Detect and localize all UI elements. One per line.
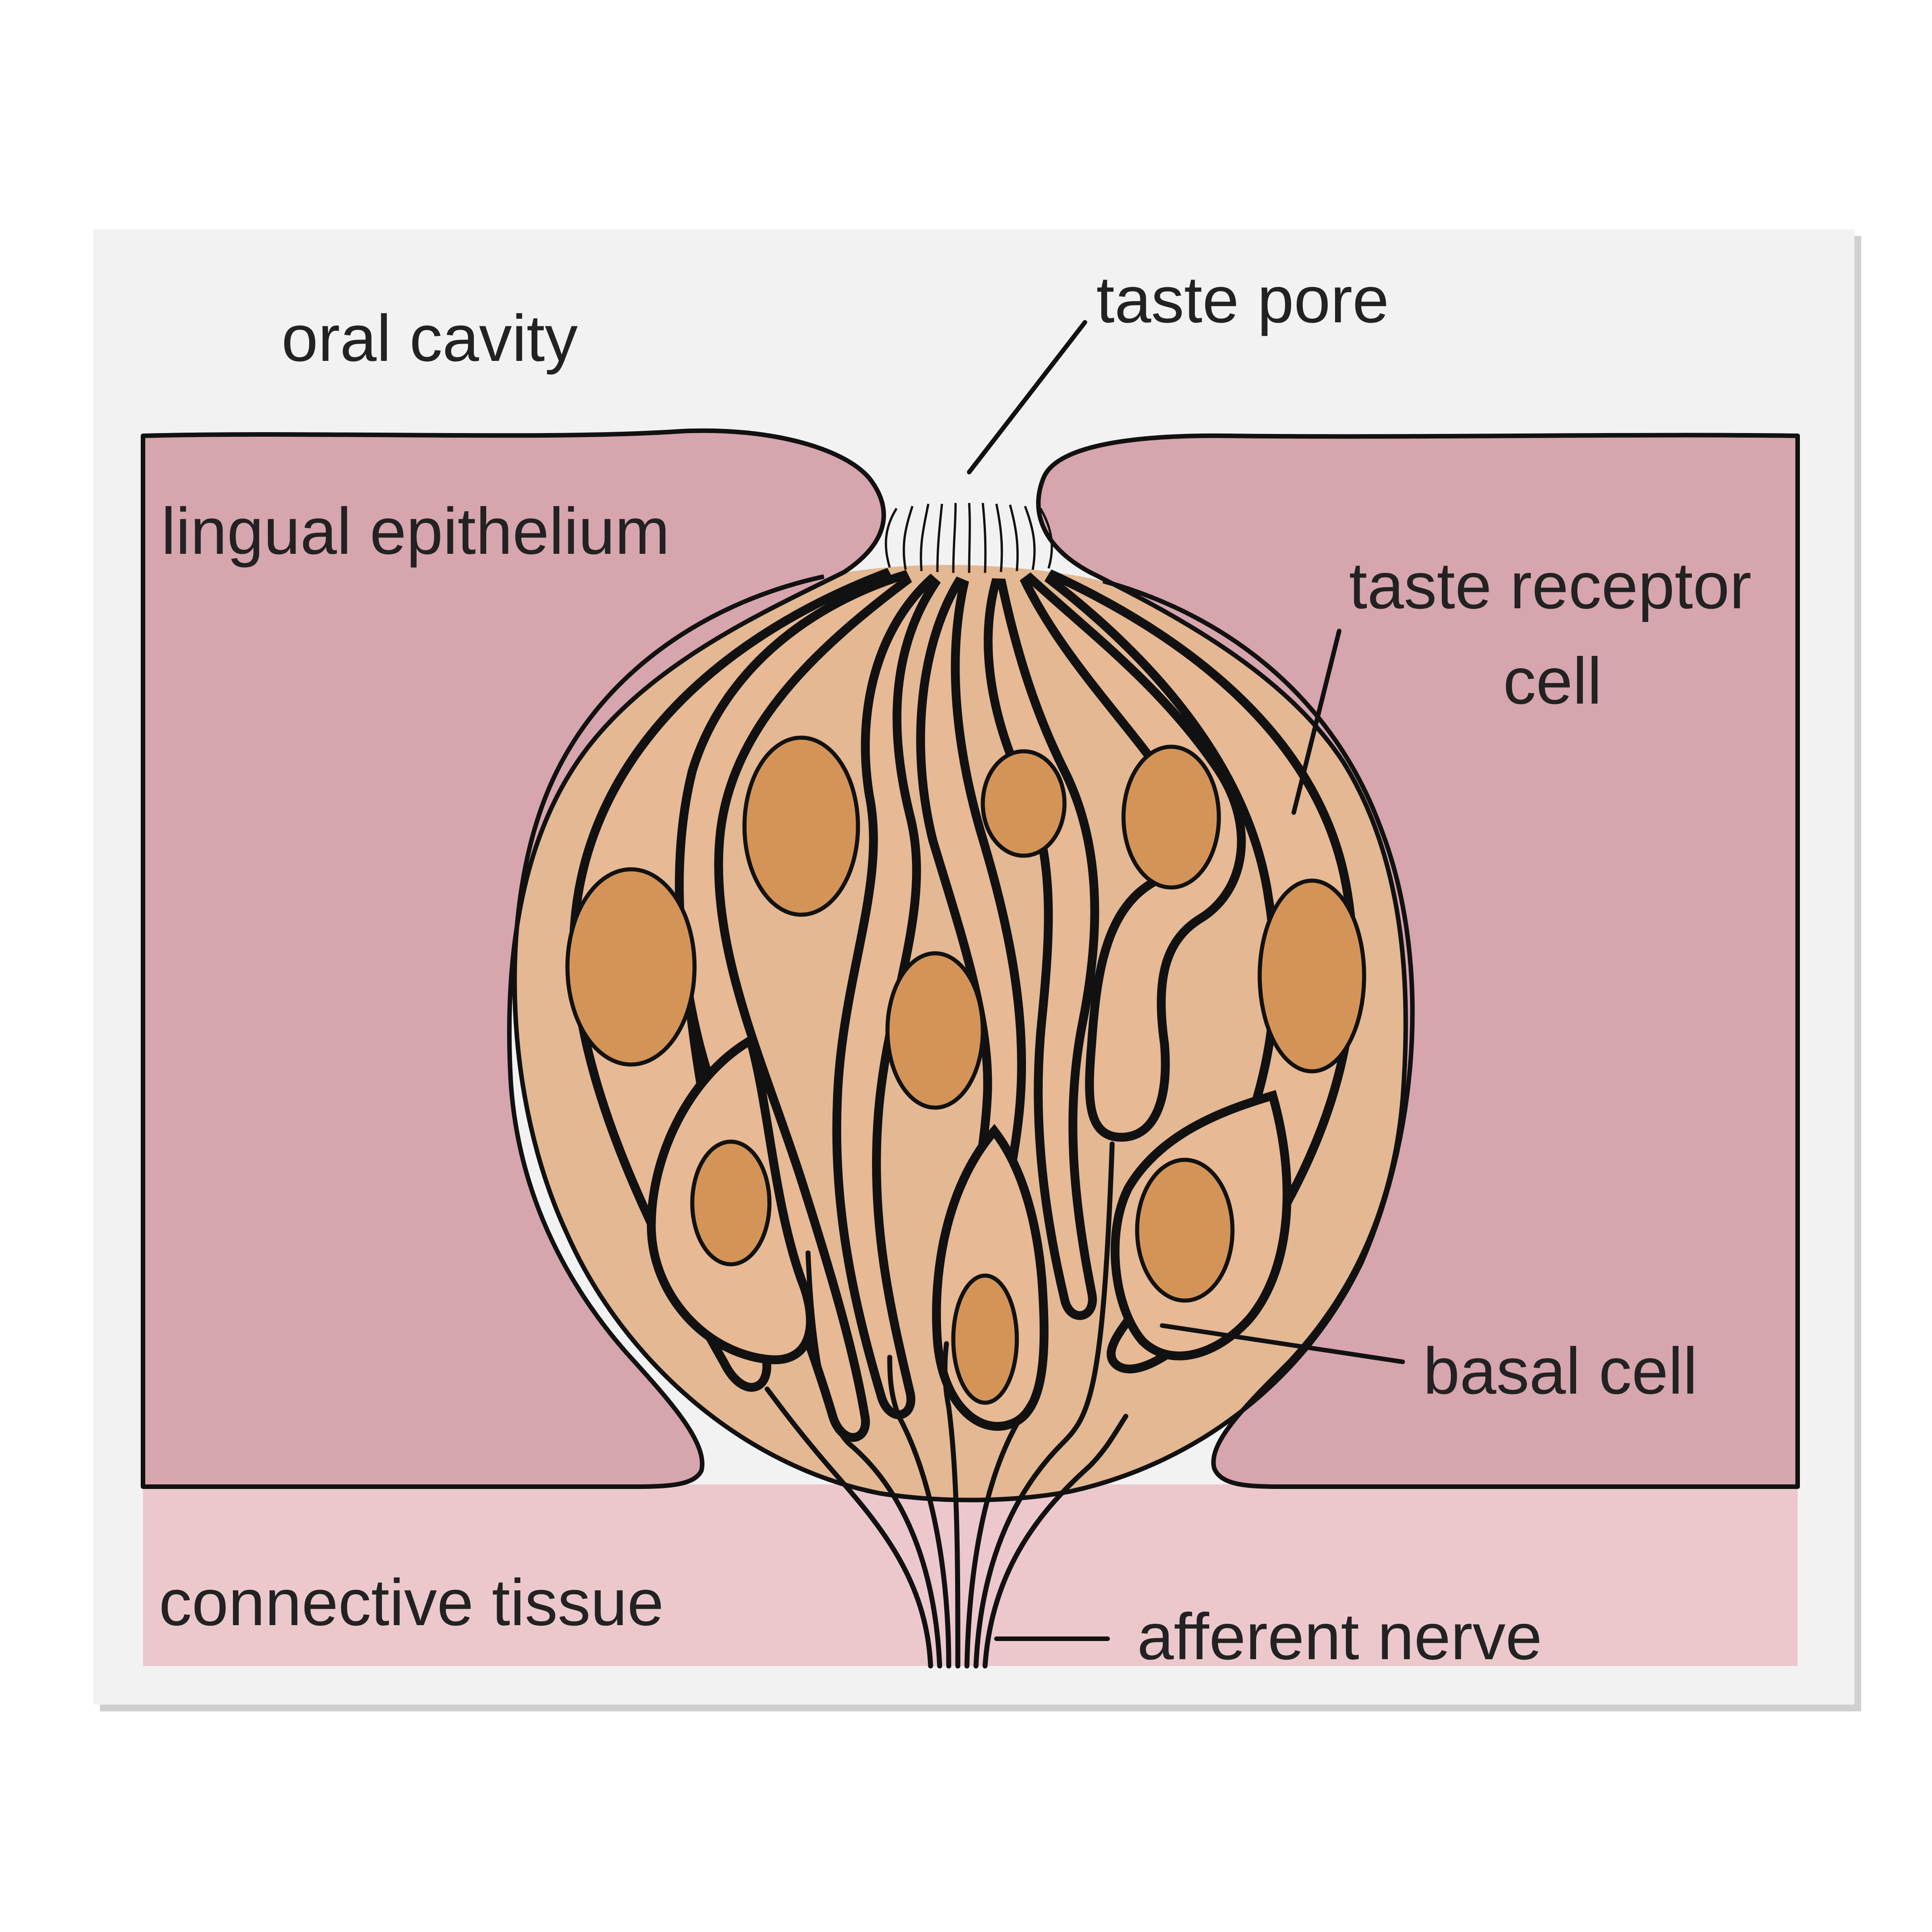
lingual-epithelium-right (1036, 433, 1800, 1489)
taste-receptor-cell-leader (1291, 629, 1341, 815)
afferent-nerve-label: afferent nerve (1137, 1600, 1542, 1673)
nucleus (1135, 1158, 1235, 1303)
cell-nuclei (565, 735, 1366, 1405)
nucleus (742, 735, 860, 917)
nucleus (885, 951, 985, 1110)
taste-receptor-cell-label-line2: cell (1503, 644, 1602, 718)
oral-cavity-label: oral cavity (281, 301, 578, 375)
basal-cell-label: basal cell (1423, 1334, 1698, 1408)
afferent-nerve-fibers (764, 1141, 1129, 1669)
taste-pore-leader (967, 320, 1087, 474)
nucleus (1121, 744, 1221, 890)
nucleus (951, 1273, 1019, 1405)
lingual-epithelium-label: lingual epithelium (161, 494, 670, 568)
nucleus (1257, 878, 1366, 1074)
basal-cell-leader (1160, 1323, 1405, 1364)
taste-bud-membrane (512, 574, 1415, 1503)
nucleus (565, 867, 697, 1067)
lingual-epithelium-left (141, 428, 886, 1489)
connective-tissue-label: connective tissue (159, 1566, 664, 1639)
taste-receptor-cell-label-line1: taste receptor (1349, 549, 1752, 622)
taste-pore-label: taste pore (1096, 263, 1389, 336)
taste-pore-microvilli (885, 503, 1053, 573)
nucleus (690, 1139, 772, 1267)
nucleus (981, 749, 1067, 858)
